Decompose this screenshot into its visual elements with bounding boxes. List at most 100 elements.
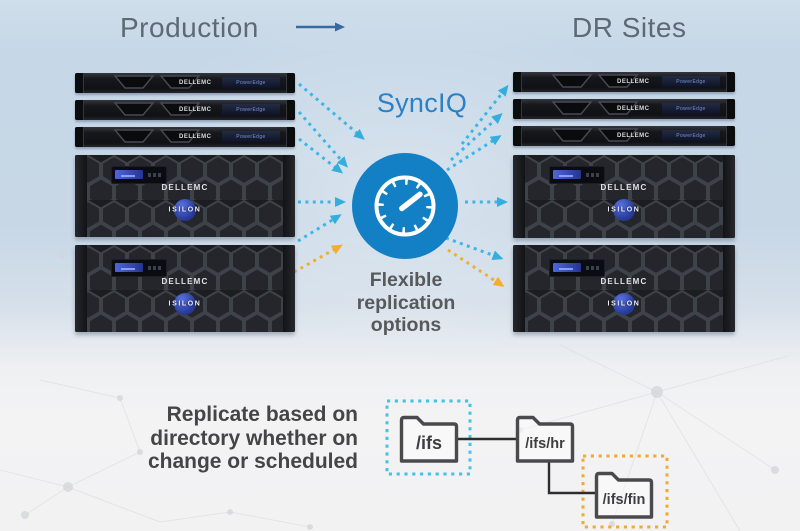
vent-icon <box>113 102 201 116</box>
vent-icon <box>551 74 639 88</box>
node-display <box>111 166 167 184</box>
server-1u: DELLEMC PowerEdge <box>75 127 295 147</box>
server-bezel <box>513 126 522 146</box>
display-screen <box>115 263 143 272</box>
poweredge-label: PowerEdge <box>236 80 266 86</box>
poweredge-label: PowerEdge <box>236 107 266 113</box>
display-buttons <box>586 173 600 177</box>
server-1u: DELLEMC PowerEdge <box>75 73 295 93</box>
production-rack: DELLEMC PowerEdge DELLEMC PowerEdge DELL… <box>75 73 295 332</box>
folder-label: /ifs/fin <box>603 492 646 508</box>
display-buttons <box>148 173 162 177</box>
isilon-label: ISILON <box>607 206 641 214</box>
poweredge-badge: PowerEdge <box>662 76 720 88</box>
vent-icon <box>113 75 201 89</box>
server-bezel <box>726 72 735 92</box>
poweredge-badge: PowerEdge <box>222 104 280 116</box>
production-title: Production <box>120 12 259 43</box>
flexible-replication-caption: Flexible replication options <box>356 269 456 336</box>
poweredge-label: PowerEdge <box>236 134 266 140</box>
dell-emc-label: DELLEMC <box>617 133 650 139</box>
rack-rail <box>513 245 525 332</box>
isilon-logo: ISILON <box>579 197 669 223</box>
isilon-node: DELLEMC ISILON <box>75 245 295 332</box>
server-bezel <box>513 99 522 119</box>
poweredge-badge: PowerEdge <box>662 103 720 115</box>
node-display <box>549 259 605 277</box>
dr-sites-title: DR Sites <box>572 12 687 43</box>
server-bezel <box>286 100 295 120</box>
dell-emc-label: DELLEMC <box>600 277 648 286</box>
server-bezel <box>286 73 295 93</box>
isilon-logo: ISILON <box>140 291 230 317</box>
folder-icon: /ifs/fin <box>594 471 654 519</box>
dr-rack: DELLEMC PowerEdge DELLEMC PowerEdge DELL… <box>513 72 735 332</box>
gauge-icon <box>374 175 436 237</box>
rack-rail <box>513 155 525 238</box>
annotation-line: Replicate based on <box>166 403 358 426</box>
directory-tree: /ifs /ifs/hr /ifs/fin <box>385 399 669 529</box>
synciq-hub <box>352 153 458 259</box>
server-bezel <box>286 127 295 147</box>
poweredge-badge: PowerEdge <box>222 131 280 143</box>
poweredge-label: PowerEdge <box>676 79 706 85</box>
dell-emc-label: DELLEMC <box>600 183 648 192</box>
server-1u: DELLEMC PowerEdge <box>513 72 735 92</box>
outbound-arrow-group <box>445 84 509 287</box>
rack-rail <box>723 155 735 238</box>
display-screen <box>115 170 143 179</box>
dell-emc-label: DELLEMC <box>161 183 209 192</box>
rack-rail <box>723 245 735 332</box>
dell-emc-label: DELLEMC <box>617 79 650 85</box>
folder-icon: /ifs/hr <box>515 415 575 463</box>
cyan-highlight-box <box>385 399 472 476</box>
vent-icon <box>113 129 201 143</box>
isilon-label: ISILON <box>607 300 641 308</box>
server-bezel <box>75 73 84 93</box>
isilon-label: ISILON <box>168 300 202 308</box>
isilon-node: DELLEMC ISILON <box>513 155 735 238</box>
isilon-globe-icon <box>174 199 196 221</box>
vent-icon <box>551 101 639 115</box>
server-bezel <box>75 100 84 120</box>
replicate-annotation: Replicate based on directory whether on … <box>108 403 358 474</box>
isilon-globe-icon <box>613 293 635 315</box>
isilon-logo: ISILON <box>579 291 669 317</box>
folder-label: /ifs/hr <box>525 436 565 452</box>
server-1u: DELLEMC PowerEdge <box>75 100 295 120</box>
rack-rail <box>75 245 87 332</box>
tree-connector <box>547 461 595 495</box>
server-1u: DELLEMC PowerEdge <box>513 126 735 146</box>
vent-icon <box>551 128 639 142</box>
server-bezel <box>75 127 84 147</box>
poweredge-label: PowerEdge <box>676 106 706 112</box>
hex-grille <box>75 155 295 237</box>
hex-grille <box>513 245 735 332</box>
poweredge-badge: PowerEdge <box>662 130 720 142</box>
node-display <box>549 166 605 184</box>
isilon-node: DELLEMC ISILON <box>513 245 735 332</box>
server-bezel <box>726 99 735 119</box>
rack-rail <box>283 245 295 332</box>
annotation-line: change or scheduled <box>147 450 358 473</box>
isilon-globe-icon <box>174 293 196 315</box>
folder-label: /ifs <box>416 433 442 453</box>
dell-emc-label: DELLEMC <box>161 277 209 286</box>
isilon-globe-icon <box>613 199 635 221</box>
server-bezel <box>726 126 735 146</box>
annotation-line: directory whether on <box>150 426 358 450</box>
server-1u: DELLEMC PowerEdge <box>513 99 735 119</box>
isilon-label: ISILON <box>168 206 202 214</box>
display-buttons <box>586 266 600 270</box>
rack-rail <box>283 155 295 237</box>
display-screen <box>553 170 581 179</box>
server-bezel <box>513 72 522 92</box>
node-display <box>111 259 167 277</box>
isilon-logo: ISILON <box>140 197 230 223</box>
orange-highlight-box <box>581 454 669 529</box>
poweredge-badge: PowerEdge <box>222 77 280 89</box>
folder-icon: /ifs <box>399 415 459 463</box>
